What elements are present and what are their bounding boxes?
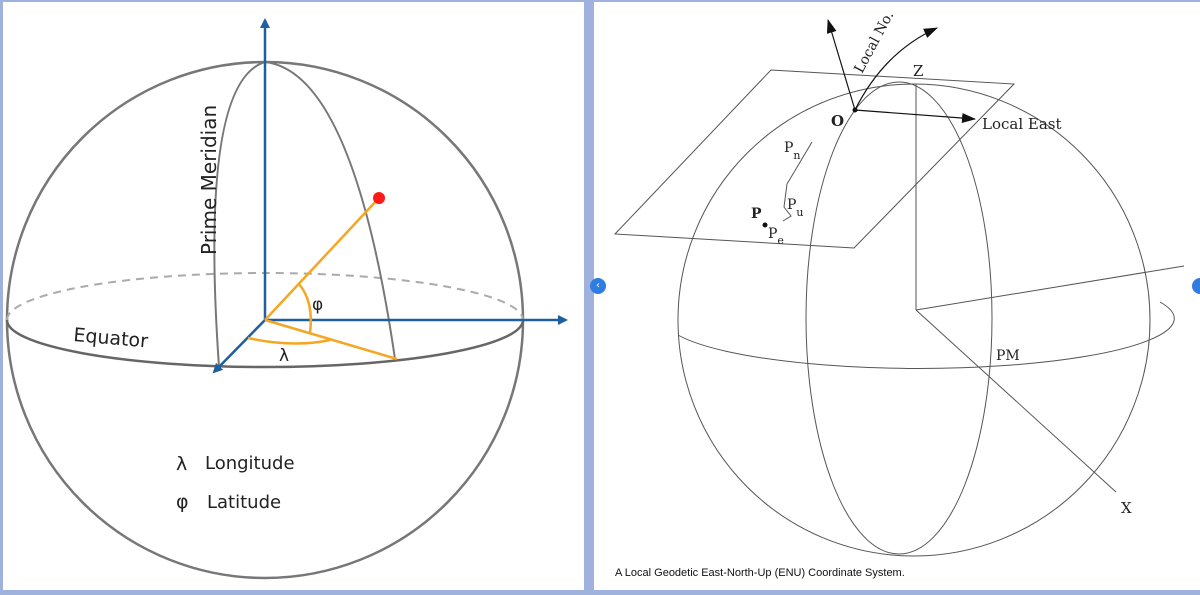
local-tangent-plane — [613, 69, 1016, 249]
z-axis-label: Z — [913, 62, 923, 80]
chevron-right-icon[interactable] — [1192, 278, 1200, 294]
legend-longitude-text: Longitude — [205, 453, 295, 474]
local-up-arrow — [854, 27, 938, 111]
enu-diagram: Local No. Z O Local East Pn Pu P Pe PM X — [613, 9, 1185, 557]
equator-label: Equator — [73, 324, 149, 352]
y-axis — [915, 265, 1185, 311]
radius-to-equator — [264, 318, 398, 361]
prime-meridian-label: Prime Meridian — [197, 105, 221, 255]
legend-latitude-symbol: φ — [176, 491, 189, 513]
radius-to-point — [264, 197, 380, 321]
x-axis-label: X — [1121, 499, 1132, 517]
lambda-angle-label: λ — [279, 346, 289, 366]
equator-front-arc — [5, 319, 525, 369]
longitude-angle-arc — [247, 336, 331, 345]
lat-long-diagram: Prime Meridian Equator φ λ λ Longitude φ… — [5, 18, 568, 580]
chevron-left-icon[interactable]: ‹ — [590, 278, 606, 294]
prime-meridian-arc — [213, 61, 266, 368]
legend-latitude-text: Latitude — [207, 492, 281, 513]
legend-longitude-symbol: λ — [176, 453, 187, 475]
pm-label: PM — [996, 348, 1020, 364]
p-point — [762, 222, 768, 228]
earth-sphere-outline — [677, 83, 1151, 557]
x-axis-arrow — [212, 319, 266, 374]
local-north-arrow — [826, 19, 856, 111]
local-north-label: Local No. — [851, 9, 897, 76]
p-components-path — [782, 141, 813, 222]
latitude-angle-arc — [298, 283, 313, 334]
prime-meridian-ellipse — [805, 81, 993, 555]
legend: λ Longitude φ Latitude — [176, 453, 295, 513]
earth-equator — [677, 301, 1175, 369]
point-p-label: P — [751, 206, 762, 222]
x-axis — [915, 309, 1117, 493]
pe-label: Pe — [768, 226, 784, 247]
point-marker — [373, 192, 385, 204]
lat-long-diagram-panel: Prime Meridian Equator φ λ λ Longitude φ… — [3, 2, 584, 590]
figure-caption: A Local Geodetic East-North-Up (ENU) Coo… — [615, 567, 905, 579]
enu-diagram-panel: Local No. Z O Local East Pn Pu P Pe PM X… — [594, 2, 1200, 590]
local-east-label: Local East — [982, 115, 1062, 133]
pu-label: Pu — [787, 197, 804, 219]
origin-label: O — [831, 112, 844, 130]
phi-angle-label: φ — [312, 295, 323, 315]
origin-point — [852, 107, 858, 113]
pn-label: Pn — [784, 140, 801, 162]
longitude-meridian-arc — [264, 61, 396, 360]
local-east-arrow — [854, 109, 976, 124]
